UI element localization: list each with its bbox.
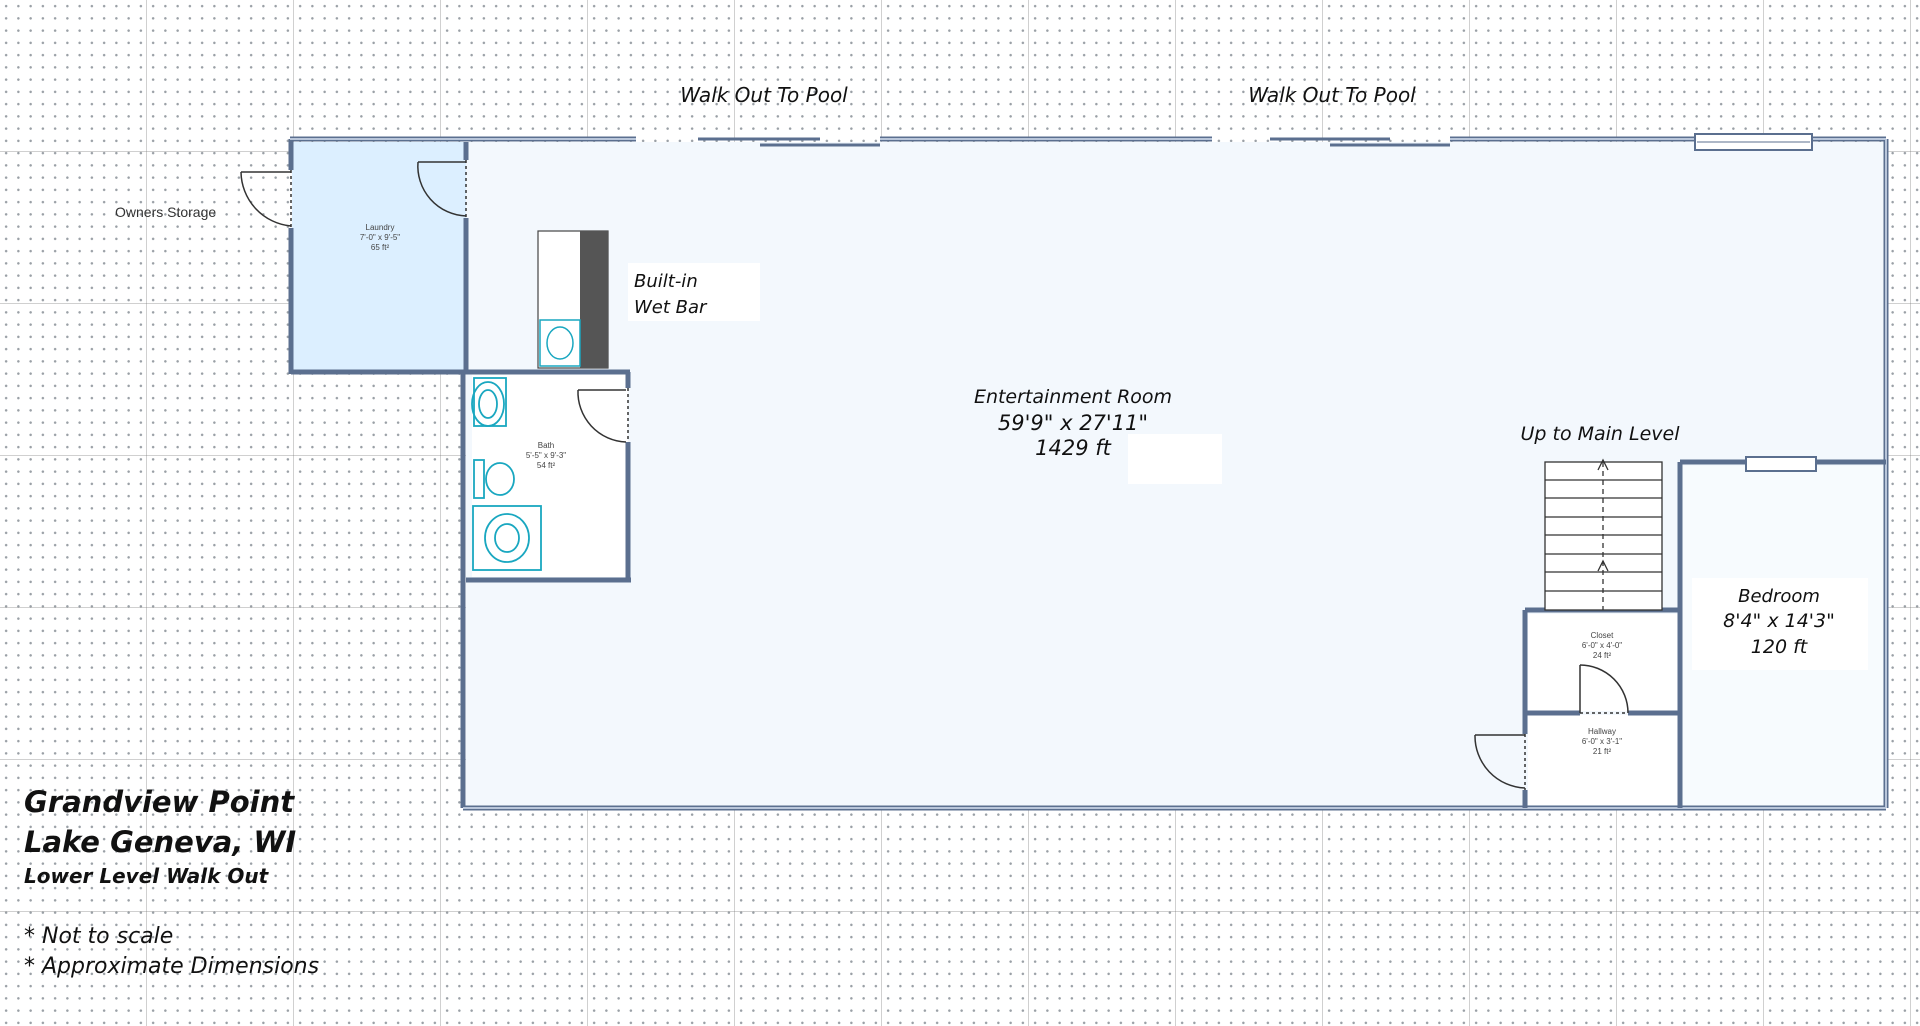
entertainment-area: 1429 ft <box>1035 436 1112 460</box>
window-bedroom <box>1745 456 1817 472</box>
laundry-name: Laundry <box>366 223 395 232</box>
laundry-floor <box>292 142 466 372</box>
sliding-door-right <box>1270 137 1450 147</box>
door-owners-storage <box>240 170 292 228</box>
walkout-left-label: Walk Out To Pool <box>680 83 848 107</box>
bath-fixtures <box>471 377 542 571</box>
bath-floor <box>472 372 628 577</box>
staircase <box>1544 458 1663 611</box>
closet-area: 24 ft² <box>1593 651 1612 660</box>
notes-block: * Not to scale * Approximate Dimensions <box>24 922 319 982</box>
closet-dims: 6'-0" x 4'-0" <box>1582 641 1622 650</box>
wetbar-label-bg <box>628 263 760 321</box>
closet-name: Closet <box>1591 631 1614 640</box>
wetbar-label-line1: Built-in <box>634 271 698 292</box>
bedroom-dims: 8'4" x 14'3" <box>1723 610 1835 632</box>
hallway-area: 21 ft² <box>1593 747 1612 756</box>
title-block: Grandview Point Lake Geneva, WI Lower Le… <box>24 782 296 890</box>
bedroom-area: 120 ft <box>1751 636 1809 658</box>
door-laundry <box>417 160 467 218</box>
wetbar-label-line2: Wet Bar <box>634 297 708 318</box>
hallway-floor <box>1528 715 1679 805</box>
wall-fill-lines <box>290 138 1887 809</box>
title-line-3: Lower Level Walk Out <box>24 864 269 888</box>
bedroom-label-bg <box>1692 578 1868 670</box>
laundry-area: 65 ft² <box>371 243 390 252</box>
title-line-1: Grandview Point <box>24 785 295 819</box>
bath-area: 54 ft² <box>537 461 556 470</box>
wet-bar-counter <box>537 230 609 369</box>
hallway-dims: 6'-0" x 3'-1" <box>1582 737 1622 746</box>
bath-dims: 5'-5" x 9'-3" <box>526 451 566 460</box>
door-hallway <box>1474 734 1526 790</box>
title-line-2: Lake Geneva, WI <box>24 825 297 859</box>
entertainment-label-bg <box>1128 434 1222 484</box>
hallway-name: Hallway <box>1588 727 1616 736</box>
entertainment-dims: 59'9" x 27'11" <box>998 411 1148 435</box>
owners-storage-label: Owners Storage <box>115 204 216 220</box>
door-closet <box>1579 664 1629 714</box>
bedroom-name: Bedroom <box>1738 586 1820 607</box>
door-bath <box>577 388 629 443</box>
note-approx-dimensions: * Approximate Dimensions <box>24 954 320 979</box>
sliding-door-left <box>698 137 880 147</box>
laundry-dims: 7'-0" x 9'-5" <box>360 233 400 242</box>
stairs-label: Up to Main Level <box>1520 423 1680 445</box>
bath-name: Bath <box>538 441 554 450</box>
entertainment-name: Entertainment Room <box>974 386 1172 408</box>
note-not-to-scale: * Not to scale <box>24 924 174 949</box>
closet-floor <box>1528 614 1679 711</box>
walkout-right-label: Walk Out To Pool <box>1248 83 1416 107</box>
